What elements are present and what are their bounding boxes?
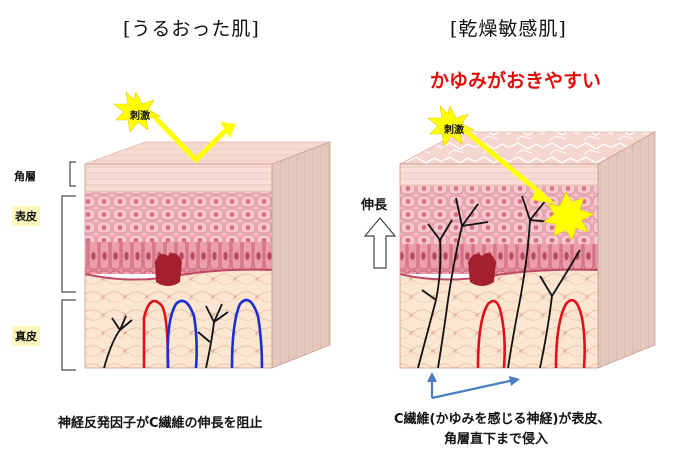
left-skin-block	[84, 141, 331, 369]
right-panel-subtitle: かゆみがおきやすい	[430, 70, 602, 92]
right-skin-block	[399, 131, 657, 369]
growth-up-arrow-icon	[363, 217, 397, 269]
right-caption-line1: C繊維(かゆみを感じる神経)が表皮、	[394, 412, 611, 427]
annotation-arrowhead-right	[509, 376, 520, 386]
itch-burst-icon	[543, 191, 595, 241]
left-stimulus-burst-icon	[113, 91, 161, 133]
annotation-arrows	[430, 378, 515, 400]
right-caption-line2: 角層直下まで侵入	[444, 432, 549, 447]
left-stimulus-label: 刺激	[130, 111, 150, 122]
right-stimulus-arrow	[460, 126, 556, 204]
left-caption: 神経反発因子がC繊維の伸長を阻止	[58, 416, 263, 431]
left-layer-brackets	[61, 161, 76, 371]
right-stimulus-label: 刺激	[444, 125, 464, 136]
right-panel-title: [乾燥敏感肌]	[450, 18, 567, 40]
left-panel-title: [うるおった肌]	[123, 18, 260, 40]
right-stimulus-burst-icon	[427, 105, 475, 147]
epidermis-label: 表皮	[12, 206, 40, 226]
growth-label: 伸長	[361, 198, 388, 213]
dermis-label: 真皮	[12, 326, 40, 346]
annotation-arrowhead-up	[427, 372, 437, 382]
left-stimulus-deflect	[148, 110, 236, 163]
horny-layer-label: 角層	[14, 170, 36, 183]
